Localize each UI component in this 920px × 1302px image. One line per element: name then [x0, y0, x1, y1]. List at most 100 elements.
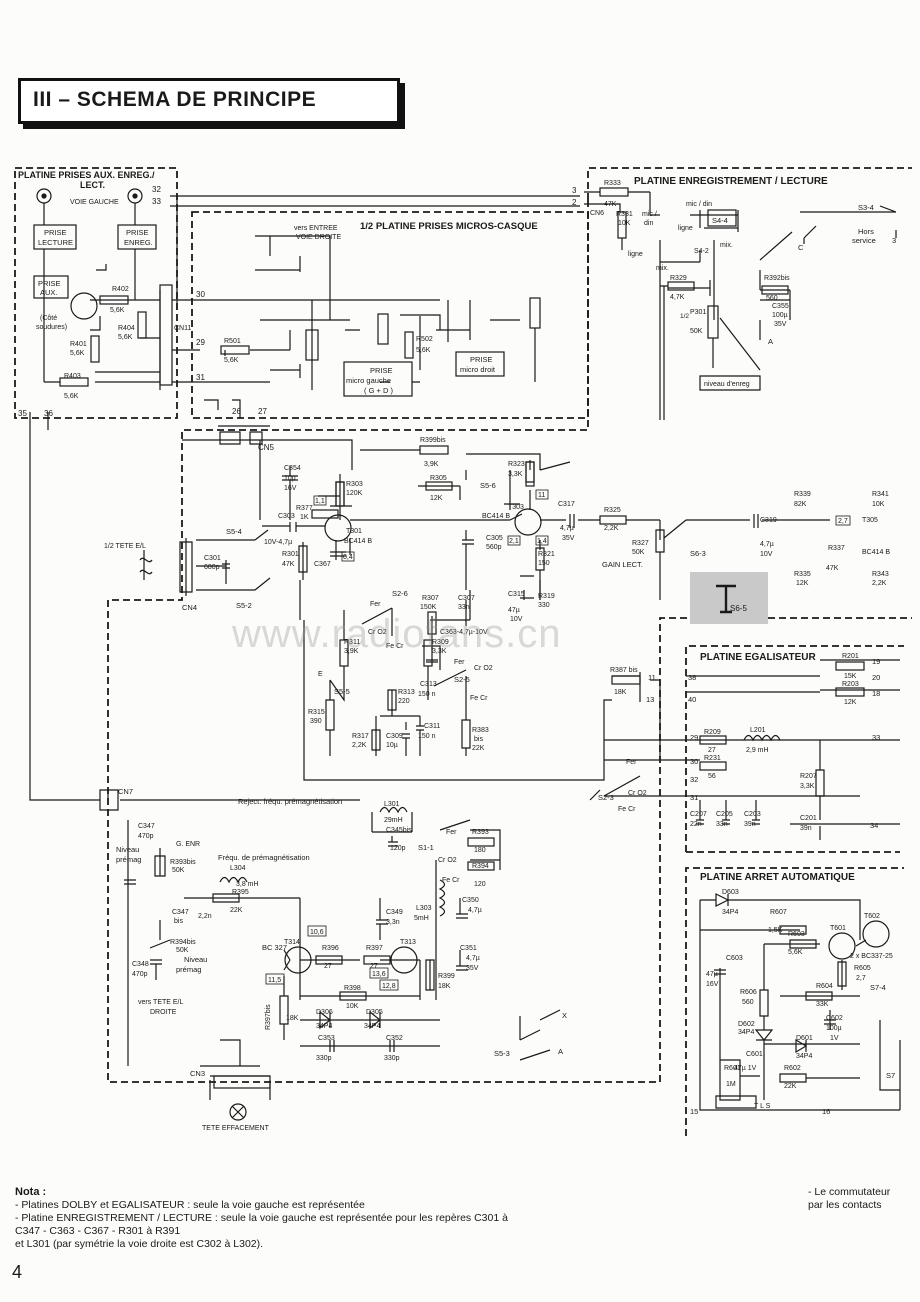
r203-resistor: [835, 687, 865, 697]
prise-mg-box: [343, 361, 413, 397]
label-prise-lecture-2: LECTURE: [38, 238, 73, 247]
label-c354v1: 10µ: [284, 475, 296, 482]
label-r393v: 180: [474, 847, 486, 854]
volt-1-4: 1,4: [537, 538, 547, 545]
label-r307: R307: [422, 595, 439, 602]
volt-0-4: 0,4: [343, 554, 353, 561]
notes-right: - Le commutateur par les contacts: [808, 1186, 920, 1212]
label-c303: C303: [278, 513, 295, 520]
label-r383b: bis: [474, 736, 483, 743]
label-r399v: 3,9K: [424, 461, 439, 468]
label-reject: Reject. fréqu. prémagnétisation: [238, 797, 342, 806]
label-c313: C313: [420, 681, 437, 688]
label-r203v: 12K: [844, 699, 857, 706]
label-r325: R325: [604, 507, 621, 514]
voltage-box-14: [535, 535, 549, 546]
label-r323: R323: [508, 461, 525, 468]
label-r602: R602: [784, 1065, 801, 1072]
voltage-box-11: [313, 495, 327, 506]
label-s6-5: S6-5: [730, 604, 747, 613]
node-26: 26: [232, 407, 241, 416]
enreg-block-top: [587, 167, 912, 200]
block-label-enreg: PLATINE ENREGISTREMENT / LECTURE: [634, 176, 828, 187]
prise-mg-jack: [305, 329, 319, 361]
label-r607: R607: [770, 909, 787, 916]
r403-resistor: [59, 377, 89, 387]
label-r315v: 390: [310, 718, 322, 725]
label-r603: R603: [788, 931, 805, 938]
node-40: 40: [688, 695, 696, 704]
label-r387v: 18K: [614, 689, 627, 696]
label-r329: R329: [670, 275, 687, 282]
preamp: [179, 439, 830, 620]
label-l304v: 3,8 mH: [236, 881, 259, 888]
label-c307: C307: [458, 595, 475, 602]
node-20: 20: [872, 673, 880, 682]
label-r397bis: R397bis: [265, 1004, 272, 1030]
arret-block-outline: [685, 867, 904, 1136]
label-r397bisv: 18K: [286, 1015, 299, 1022]
label-r301v: 47K: [282, 561, 295, 568]
label-cro2-2: Cr O2: [474, 665, 493, 672]
label-c351v1: 4,7µ: [466, 955, 480, 962]
label-r317v: 2,2K: [352, 742, 367, 749]
cn11-connector: [159, 284, 173, 386]
label-r309: R309: [432, 639, 449, 646]
label-prise-lecture-1: PRISE: [44, 228, 67, 237]
label-micdin: mic / din: [686, 201, 712, 208]
label-c351: C351: [460, 945, 477, 952]
label-r383: R383: [472, 727, 489, 734]
label-c201: C201: [800, 815, 817, 822]
label-micdin-left: mic /: [642, 211, 657, 218]
prise-aux-box: [33, 275, 69, 299]
label-hors-1: Hors: [858, 227, 874, 236]
label-r201v: 15K: [844, 673, 857, 680]
label-r327: R327: [632, 540, 649, 547]
label-r397v: 27: [370, 963, 378, 970]
label-l304: L304: [230, 865, 246, 872]
label-c207: C207: [690, 811, 707, 818]
node-33b: 33: [872, 733, 880, 742]
voltage-box-115: [265, 973, 285, 985]
watermark: www.radiofans.cn: [232, 612, 562, 656]
label-r335v: 12K: [796, 580, 809, 587]
node-33: 33: [152, 197, 161, 206]
label-r327v: 50K: [632, 549, 645, 556]
volt-13-6: 13,6: [372, 971, 386, 978]
volt-11-5: 11,5: [268, 977, 281, 984]
label-mix-top: mix.: [720, 242, 733, 249]
node-36: 36: [44, 409, 53, 418]
enreg-block-outline: [107, 200, 912, 1083]
aux-block: [29, 188, 580, 430]
label-s1-1: S1-1: [418, 843, 434, 852]
label-r339: R339: [794, 491, 811, 498]
voltage-box-11b: [535, 489, 549, 500]
label-g-enr: G. ENR: [176, 841, 200, 848]
label-c601: C601: [746, 1051, 763, 1058]
label-c315v2: 10V: [510, 616, 523, 623]
label-t301: T301: [346, 528, 362, 535]
label-prise-aux-2: AUX.: [40, 288, 58, 297]
label-cote-2: soudures): [36, 324, 67, 331]
label-c305v: 560p: [486, 544, 502, 551]
label-niveau-premag-2: prémag: [116, 855, 141, 864]
label-vers-tete-1: vers TETE E/L: [138, 999, 183, 1006]
label-node-a2: A: [558, 1047, 563, 1056]
label-d601v: 34P4: [796, 1053, 812, 1060]
enreg-top: [584, 187, 897, 420]
tete-effacement-symbol: [229, 1103, 247, 1121]
label-s6-3: S6-3: [690, 549, 706, 558]
r402-resistor: [99, 295, 129, 305]
label-prise-enreg-1: PRISE: [126, 228, 149, 237]
label-c601v: 47µ 1V: [734, 1065, 757, 1072]
label-s5-5: S5-5: [334, 687, 350, 696]
label-niveau-premag-3: Niveau: [184, 955, 207, 964]
label-r394v: 120: [474, 881, 486, 888]
label-r399b: R399: [438, 973, 455, 980]
label-cn7: CN7: [118, 787, 133, 796]
label-d602: D602: [738, 1021, 755, 1028]
node-31: 31: [196, 373, 205, 382]
label-c603v2: 16V: [706, 981, 719, 988]
label-r393bisv: 50K: [172, 867, 185, 874]
